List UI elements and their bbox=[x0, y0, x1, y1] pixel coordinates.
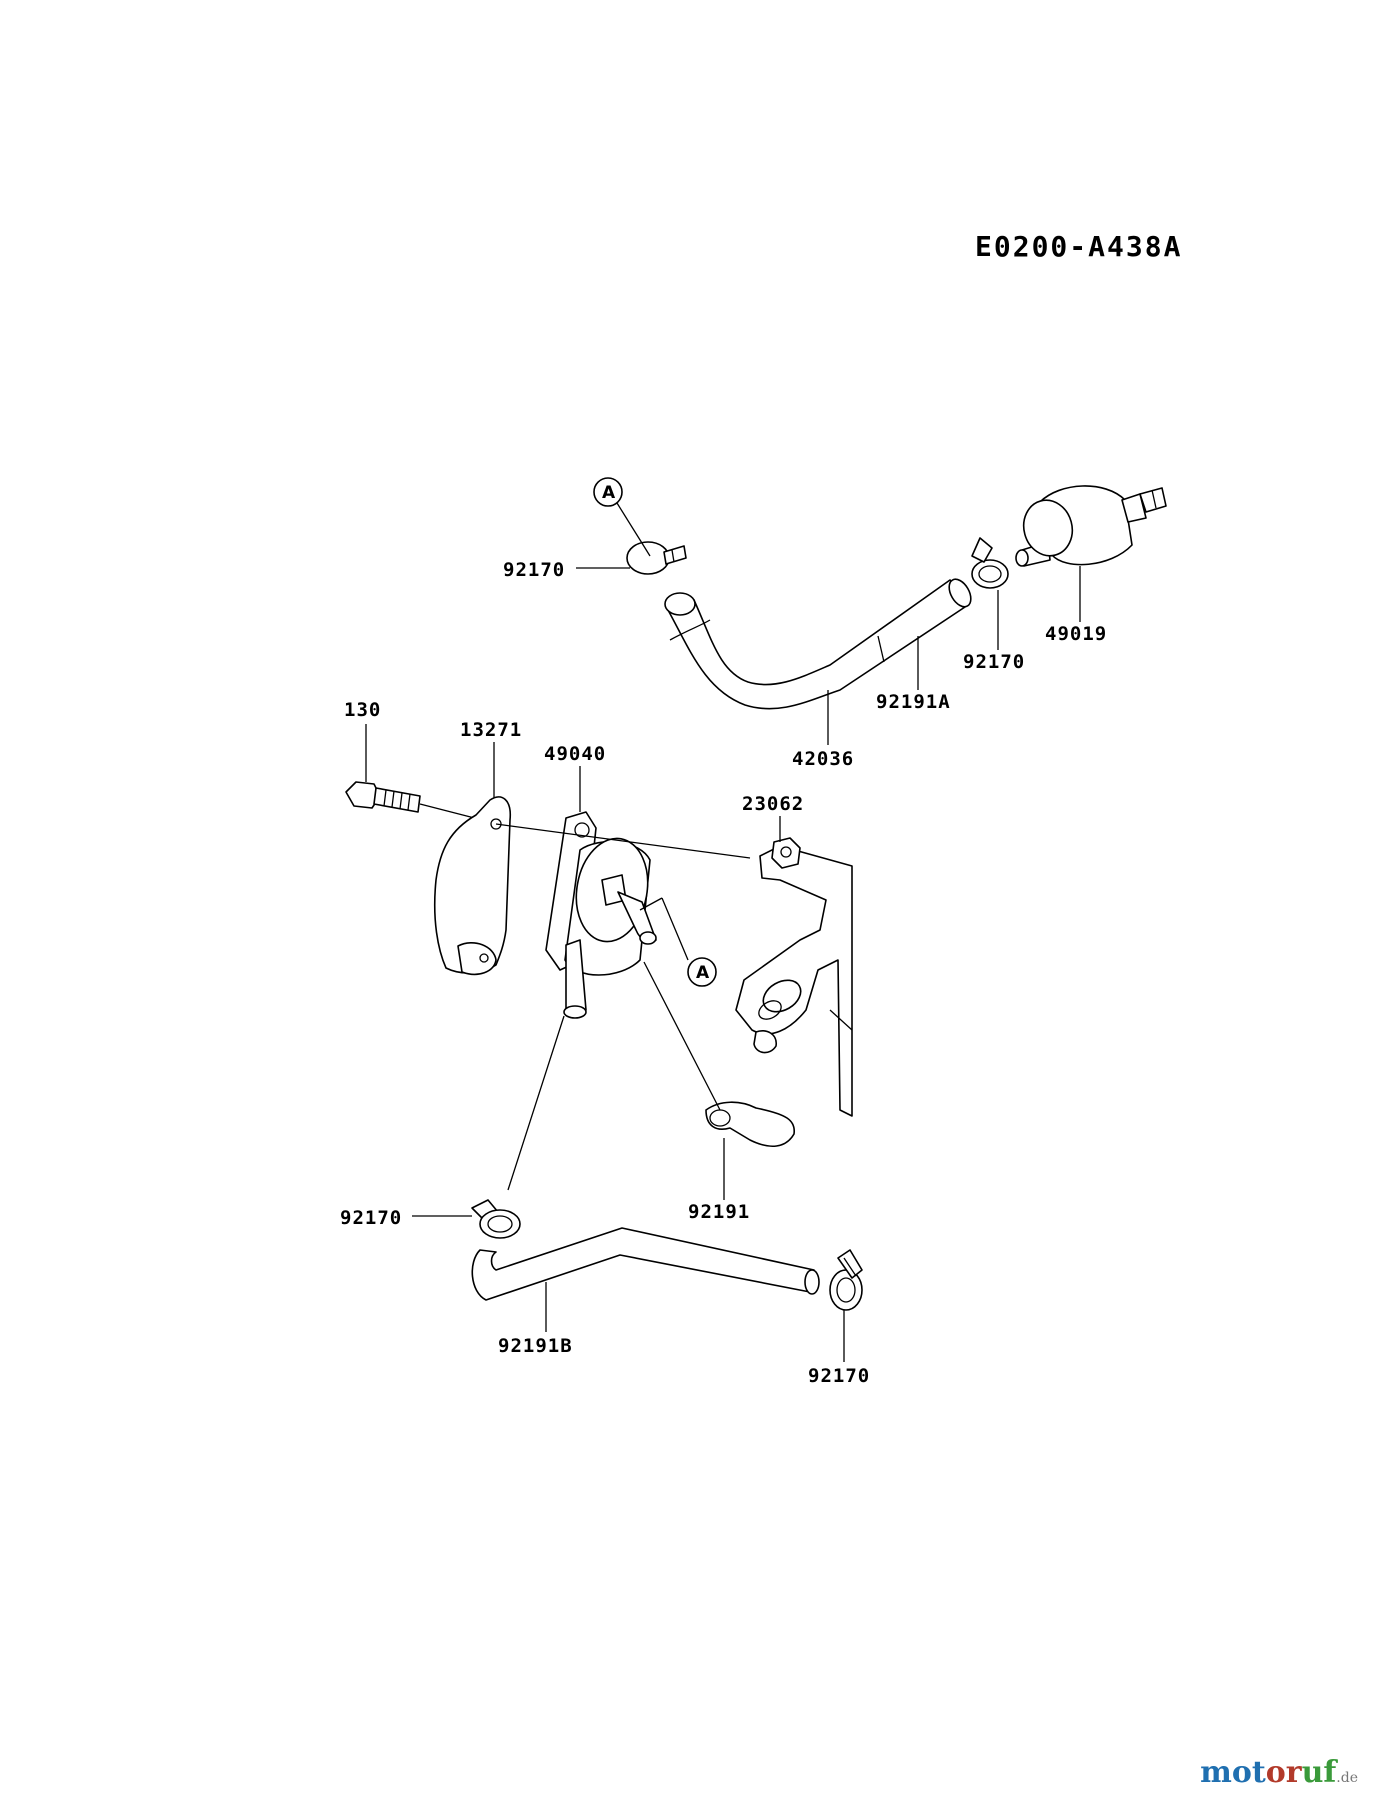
label-92170-bottom: 92170 bbox=[808, 1310, 870, 1387]
label-92170-top: 92170 bbox=[503, 559, 630, 581]
fuel-filter-49019 bbox=[1015, 485, 1167, 567]
svg-text:49019: 49019 bbox=[1045, 623, 1107, 645]
fuel-pump-49040 bbox=[495, 811, 751, 1019]
hose-clamp-top bbox=[626, 541, 687, 575]
svg-text:92191: 92191 bbox=[688, 1201, 750, 1223]
bracket-13271 bbox=[433, 796, 512, 976]
label-92170-filter: 92170 bbox=[963, 590, 1025, 673]
svg-text:A: A bbox=[602, 483, 616, 503]
bolt-130 bbox=[345, 781, 491, 823]
label-49040: 49040 bbox=[544, 743, 606, 812]
label-13271: 13271 bbox=[460, 719, 522, 798]
label-23062: 23062 bbox=[742, 793, 804, 842]
hose-92191b bbox=[471, 1227, 820, 1301]
svg-text:A: A bbox=[696, 963, 710, 983]
svg-text:92170: 92170 bbox=[963, 651, 1025, 673]
callout-a-pump: A bbox=[661, 897, 717, 987]
callout-a-top: A bbox=[593, 477, 651, 557]
hose-92191 bbox=[643, 961, 795, 1147]
hose-clamp-left bbox=[471, 1015, 565, 1239]
label-130: 130 bbox=[344, 699, 381, 782]
svg-text:92191A: 92191A bbox=[876, 691, 951, 713]
mount-bracket-23062 bbox=[735, 837, 853, 1117]
svg-text:13271: 13271 bbox=[460, 719, 522, 741]
hose-clamp-filter bbox=[971, 537, 1009, 589]
label-92191b: 92191B bbox=[498, 1282, 573, 1357]
diagram-code: E0200-A438A bbox=[975, 230, 1182, 263]
label-49019: 49019 bbox=[1045, 566, 1107, 645]
fuel-hose-42036 bbox=[664, 578, 972, 710]
svg-text:23062: 23062 bbox=[742, 793, 804, 815]
svg-text:49040: 49040 bbox=[544, 743, 606, 765]
label-92170-left: 92170 bbox=[340, 1207, 472, 1229]
svg-text:92170: 92170 bbox=[808, 1365, 870, 1387]
label-42036: 42036 bbox=[792, 690, 854, 770]
label-92191a: 92191A bbox=[876, 636, 951, 713]
hose-clamp-bottom bbox=[829, 1249, 863, 1311]
label-92191: 92191 bbox=[688, 1138, 750, 1223]
svg-text:92191B: 92191B bbox=[498, 1335, 573, 1357]
svg-text:92170: 92170 bbox=[503, 559, 565, 581]
svg-text:42036: 42036 bbox=[792, 748, 854, 770]
svg-text:130: 130 bbox=[344, 699, 381, 721]
watermark-logo: motoruf.de bbox=[1200, 1755, 1358, 1790]
svg-text:92170: 92170 bbox=[340, 1207, 402, 1229]
